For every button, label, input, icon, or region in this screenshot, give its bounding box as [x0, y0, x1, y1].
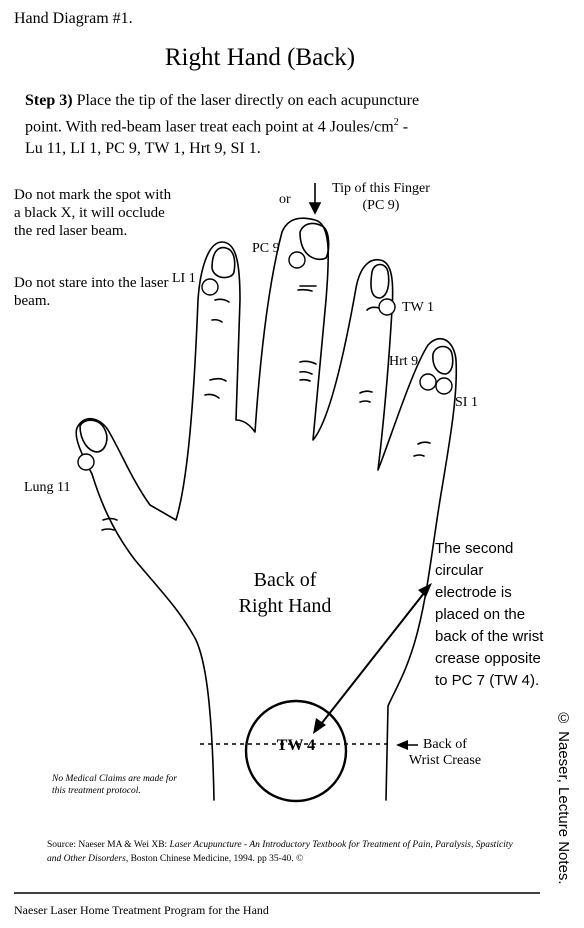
point-hrt9 [420, 374, 436, 390]
label-pc9: PC 9 [252, 241, 280, 257]
source-prefix: Source: Naeser MA & Wei XB: [47, 840, 170, 850]
source-suffix: Boston Chinese Medicine, 1994. pp 35-40.… [128, 854, 303, 864]
source-citation: Source: Naeser MA & Wei XB: Laser Acupun… [47, 838, 527, 866]
electrode-note: The second circular electrode is placed … [435, 538, 545, 692]
label-si1: SI 1 [455, 395, 478, 411]
back-line2: Right Hand [239, 595, 332, 617]
label-tip-line2: (PC 9) [363, 198, 400, 213]
label-lung11: Lung 11 [24, 480, 71, 496]
label-tip-line1: Tip of this Finger [332, 181, 430, 196]
label-li1: LI 1 [172, 271, 196, 287]
nail-ring [371, 265, 389, 299]
back-line1: Back of [254, 569, 317, 591]
tip-arrow-head [310, 203, 320, 213]
footer-text: Naeser Laser Home Treatment Program for … [14, 903, 269, 918]
wrist-line2: Wrist Crease [409, 753, 481, 768]
hand-outline [76, 218, 456, 800]
label-tip-of-finger: Tip of this Finger (PC 9) [322, 180, 440, 214]
wrist-crease-label: Back of Wrist Crease [400, 737, 490, 769]
point-pc9 [289, 252, 305, 268]
nail-index [212, 248, 235, 278]
wrist-line1: Back of [423, 737, 467, 752]
electrode-arrow-head-top [418, 583, 432, 597]
label-or: or [279, 192, 291, 208]
back-of-right-hand-label: Back of Right Hand [210, 567, 360, 619]
copyright-note: © Naeser, Lecture Notes. [555, 710, 572, 885]
point-si1 [436, 378, 452, 394]
point-tw1 [379, 299, 395, 315]
hand-left-edge [92, 474, 214, 800]
label-tw1: TW 1 [402, 300, 434, 316]
label-hrt9: Hrt 9 [389, 354, 418, 370]
point-lung11 [78, 454, 94, 470]
no-medical-claims: No Medical Claims are made for this trea… [52, 773, 182, 797]
nail-middle [300, 224, 329, 260]
tw4-label: TW 4 [266, 737, 326, 755]
point-li1 [202, 279, 218, 295]
nail-little [433, 347, 453, 375]
